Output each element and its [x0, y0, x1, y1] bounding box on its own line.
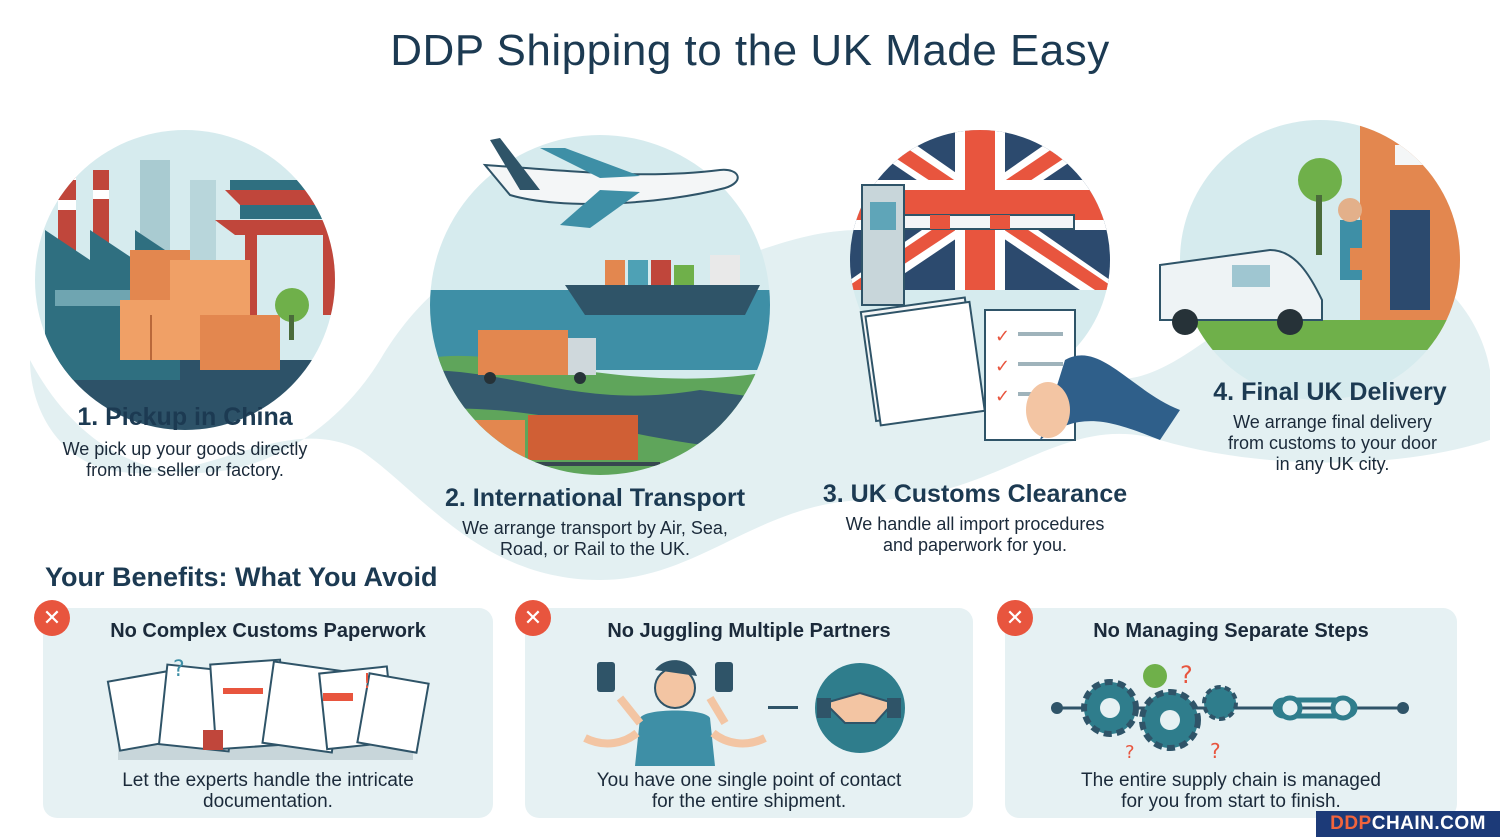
step3-desc-line1: We handle all import procedures	[845, 514, 1105, 534]
step4-desc-line3: in any UK city.	[1275, 454, 1390, 474]
step3-desc: We handle all import procedures and pape…	[820, 514, 1130, 556]
factory-pagoda-icon	[35, 130, 335, 430]
step1-title: 1. Pickup in China	[77, 403, 293, 431]
brand-accent: DDP	[1330, 813, 1372, 834]
step2-desc-line1: We arrange transport by Air, Sea,	[462, 518, 728, 538]
step1-desc-line1: We pick up your goods directly	[62, 439, 308, 459]
svg-text:✓: ✓	[995, 386, 1010, 407]
shipping-flow: ✓ ✓ ✓	[0, 110, 1500, 590]
step4-desc: We arrange final delivery from customs t…	[1200, 412, 1465, 475]
svg-text:?: ?	[1180, 661, 1193, 689]
step1-desc-line2: from the seller or factory.	[86, 460, 284, 480]
benefit-desc: Let the experts handle the intricate doc…	[43, 770, 493, 812]
step1-desc: We pick up your goods directly from the …	[30, 439, 340, 481]
gears-chain-icon: ? ? ?	[1051, 661, 1409, 763]
benefit-card-partners: No Juggling Multiple Partners You have o…	[525, 608, 973, 818]
page-title: DDP Shipping to the UK Made Easy	[390, 26, 1110, 75]
delivery-van-icon	[1159, 120, 1460, 400]
airplane-icon	[482, 138, 739, 228]
benefit-desc-line2: for the entire shipment.	[651, 791, 847, 812]
benefit-desc-line1: The entire supply chain is managed	[1081, 770, 1381, 791]
benefit-desc: The entire supply chain is managed for y…	[1005, 770, 1457, 812]
brand-logo: DDPCHAIN.COM	[1316, 811, 1500, 837]
handshake-icon	[583, 660, 905, 766]
step2-desc-line2: Road, or Rail to the UK.	[499, 539, 691, 559]
svg-text:✓: ✓	[995, 356, 1010, 377]
benefit-card-paperwork: No Complex Customs Paperwork ? ! Let the…	[43, 608, 493, 818]
benefit-desc-line1: Let the experts handle the intricate	[122, 770, 414, 791]
brand-rest: CHAIN.COM	[1371, 813, 1486, 834]
svg-text:?: ?	[1210, 739, 1221, 763]
uk-flag-customs-icon: ✓ ✓ ✓	[850, 130, 1180, 441]
step3-title: 3. UK Customs Clearance	[822, 480, 1128, 508]
svg-text:!: !	[363, 669, 371, 693]
benefit-title: No Complex Customs Paperwork	[110, 620, 426, 642]
benefits-heading: Your Benefits: What You Avoid	[45, 562, 438, 592]
flow-illustration: ✓ ✓ ✓	[30, 120, 1490, 580]
step4-desc-line1: We arrange final delivery	[1233, 412, 1432, 432]
svg-text:?: ?	[1125, 742, 1135, 763]
benefit-desc: You have one single point of contact for…	[525, 770, 973, 812]
benefit-desc-line2: documentation.	[203, 791, 333, 812]
close-icon: ✕	[34, 600, 70, 636]
step3-desc-line2: and paperwork for you.	[882, 535, 1068, 555]
benefit-card-steps: No Managing Separate Steps ? ? ? The ent…	[1005, 608, 1457, 818]
benefit-desc-line2: for you from start to finish.	[1121, 791, 1341, 812]
step4-title: 4. Final UK Delivery	[1213, 378, 1447, 406]
svg-text:✓: ✓	[995, 326, 1010, 347]
svg-text:?: ?	[173, 657, 185, 682]
step4-desc-line2: from customs to your door	[1227, 433, 1438, 453]
paperwork-pile-icon: ? !	[106, 657, 430, 760]
close-icon: ✕	[515, 600, 551, 636]
benefit-title: No Juggling Multiple Partners	[607, 620, 891, 642]
step2-desc: We arrange transport by Air, Sea, Road, …	[425, 518, 765, 560]
benefit-desc-line1: You have one single point of contact	[596, 770, 902, 791]
step2-title: 2. International Transport	[444, 484, 746, 512]
benefit-title: No Managing Separate Steps	[1093, 620, 1369, 642]
close-icon: ✕	[997, 600, 1033, 636]
